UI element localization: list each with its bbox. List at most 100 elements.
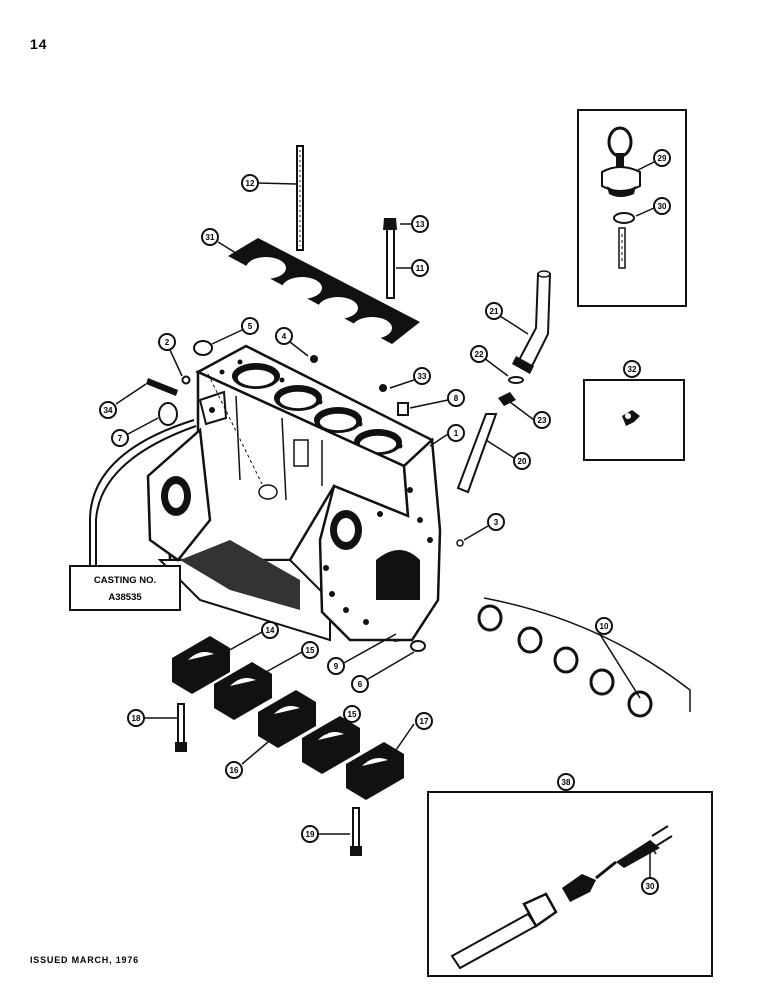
dipstick-cap-drawing	[601, 126, 641, 269]
engine-block-drawing	[146, 344, 442, 642]
svg-text:29: 29	[658, 154, 667, 163]
svg-text:9: 9	[334, 662, 339, 671]
callout-15-lower: 15	[343, 705, 361, 723]
svg-text:4: 4	[282, 332, 287, 341]
bolt-19	[350, 807, 362, 856]
svg-text:5: 5	[248, 322, 253, 331]
callout-11: 11	[411, 259, 429, 277]
callout-16: 16	[225, 761, 243, 779]
svg-text:18: 18	[132, 714, 141, 723]
callout-14: 14	[261, 621, 279, 639]
part-3-drawing	[456, 539, 464, 547]
callout-32: 32	[623, 360, 641, 378]
svg-text:14: 14	[266, 626, 275, 635]
callout-19: 19	[301, 825, 319, 843]
bearing-cap-16	[258, 690, 316, 748]
small-fitting-drawing	[622, 410, 640, 426]
svg-text:34: 34	[104, 406, 113, 415]
svg-text:17: 17	[420, 717, 429, 726]
plug-13	[383, 218, 397, 230]
svg-text:12: 12	[246, 179, 255, 188]
oil-filler-tube-drawing	[456, 270, 552, 494]
casting-number-box	[69, 565, 181, 611]
svg-text:16: 16	[230, 766, 239, 775]
callout-12: 12	[241, 174, 259, 192]
callout-38: 38	[557, 773, 575, 791]
callout-3: 3	[487, 513, 505, 531]
svg-text:30: 30	[658, 202, 667, 211]
callout-34: 34	[99, 401, 117, 419]
svg-text:1: 1	[454, 429, 459, 438]
dowel-34-drawing	[146, 378, 178, 396]
svg-text:15: 15	[348, 710, 357, 719]
washer-6-drawing	[410, 640, 426, 652]
head-stud-12	[296, 145, 304, 251]
bolt-18	[175, 703, 187, 752]
callout-18: 18	[127, 709, 145, 727]
callout-5: 5	[241, 317, 259, 335]
svg-text:23: 23	[538, 416, 547, 425]
casting-number-value: A38535	[108, 592, 142, 603]
callout-31: 31	[201, 228, 219, 246]
stud-11	[386, 225, 395, 299]
callout-13: 13	[411, 215, 429, 233]
callout-15-upper: 15	[301, 641, 319, 659]
callout-7: 7	[111, 429, 129, 447]
callout-10: 10	[595, 617, 613, 635]
o-ring-drawing	[613, 212, 635, 224]
callout-1: 1	[447, 424, 465, 442]
main-bearing-shells	[477, 604, 653, 718]
block-heater-drawing	[450, 825, 673, 970]
callout-33: 33	[413, 367, 431, 385]
callout-6: 6	[351, 675, 369, 693]
svg-text:20: 20	[518, 457, 527, 466]
callout-22: 22	[470, 345, 488, 363]
callout-9: 9	[327, 657, 345, 675]
bearing-cap-15b	[302, 716, 360, 774]
svg-text:6: 6	[358, 680, 363, 689]
svg-text:10: 10	[600, 622, 609, 631]
svg-text:3: 3	[494, 518, 499, 527]
part-2-drawing	[181, 375, 191, 385]
svg-text:15: 15	[306, 646, 315, 655]
part-33-drawing	[379, 384, 387, 392]
bearing-cap-17	[346, 742, 404, 800]
callout-8: 8	[447, 389, 465, 407]
dipstick-inset-box	[577, 109, 687, 307]
bearing-cap-14	[172, 636, 230, 694]
heater-inset-box	[427, 791, 713, 977]
callout-21: 21	[485, 302, 503, 320]
svg-text:22: 22	[475, 350, 484, 359]
callout-20: 20	[513, 452, 531, 470]
svg-text:38: 38	[562, 778, 571, 787]
callout-30-dipstick: 30	[653, 197, 671, 215]
callout-23: 23	[533, 411, 551, 429]
page-number: 14	[30, 36, 48, 52]
callout-4: 4	[275, 327, 293, 345]
bearing-set-bracket	[483, 597, 691, 712]
callout-30-heater: 30	[641, 877, 659, 895]
head-gasket-drawing	[228, 238, 420, 344]
svg-text:2: 2	[165, 338, 170, 347]
part-8-drawing	[397, 402, 409, 416]
svg-text:19: 19	[306, 830, 315, 839]
svg-text:32: 32	[628, 365, 637, 374]
bearing-cap-15a	[214, 662, 272, 720]
svg-text:33: 33	[418, 372, 427, 381]
callout-17: 17	[415, 712, 433, 730]
svg-text:13: 13	[416, 220, 425, 229]
svg-text:7: 7	[118, 434, 123, 443]
callout-2: 2	[158, 333, 176, 351]
plug-7-drawing	[158, 402, 178, 426]
svg-text:31: 31	[206, 233, 215, 242]
fitting-inset-box	[583, 379, 685, 461]
svg-text:8: 8	[454, 394, 459, 403]
issued-date-footer: ISSUED MARCH, 1976	[30, 955, 139, 965]
svg-text:11: 11	[416, 264, 425, 273]
part-5-drawing	[193, 340, 213, 356]
casting-number-label: CASTING NO.	[94, 575, 156, 586]
callout-29: 29	[653, 149, 671, 167]
svg-text:21: 21	[490, 307, 499, 316]
svg-text:30: 30	[646, 882, 655, 891]
